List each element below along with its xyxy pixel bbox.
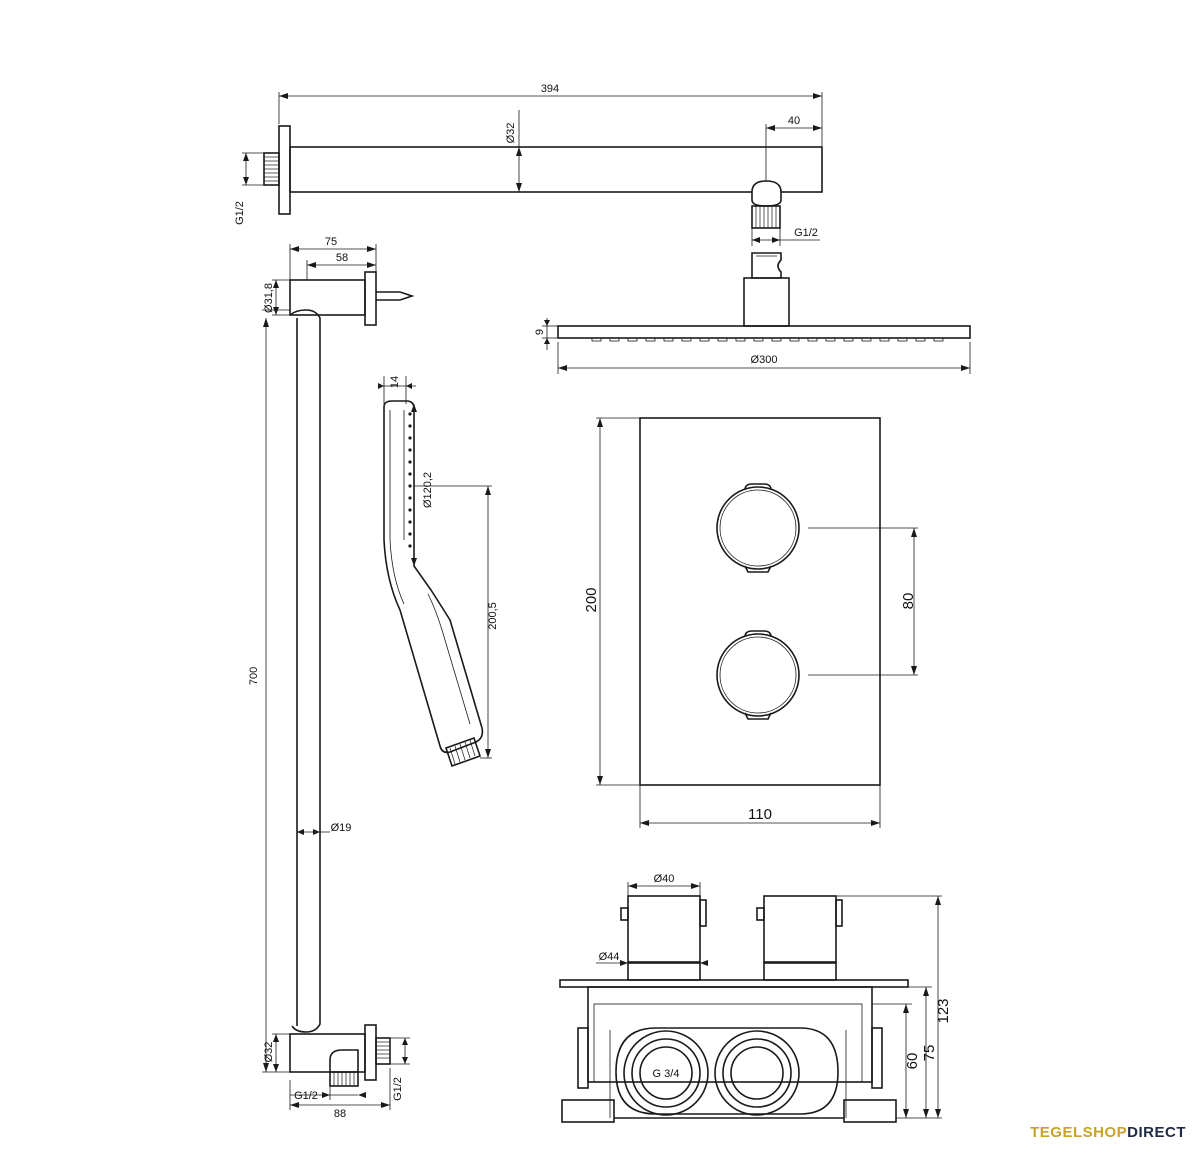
rail-length-label: 700 <box>248 667 260 685</box>
slide-rail: 75 58 Ø31,8 Ø19 700 <box>248 236 415 1120</box>
arm-thread-label: G1/2 <box>234 201 246 225</box>
box-inner-depth-label: 60 <box>904 1053 921 1070</box>
bracket-depth-outer-label: 75 <box>325 236 337 248</box>
box-total-depth-label: 123 <box>935 998 952 1023</box>
knob-diameter-label: Ø40 <box>654 873 675 885</box>
thermostat-box-side-view: Ø40 Ø44 G 3/4 <box>559 873 952 1123</box>
knob-spacing-label: 80 <box>900 593 917 610</box>
bottom-diameter-label: Ø32 <box>263 1042 275 1063</box>
box-inlet-label: G 3/4 <box>653 1068 680 1080</box>
rain-shower-head: 9 Ø300 <box>534 252 971 374</box>
bracket-depth-inner-label: 58 <box>336 252 348 264</box>
rosette-diameter-label: Ø44 <box>599 951 620 963</box>
shower-arm: 394 Ø32 G1/2 40 <box>234 83 823 246</box>
brand-logo: TEGELSHOPDIRECT <box>1016 1124 1186 1141</box>
arm-connector-thread-label: G1/2 <box>794 227 818 239</box>
bottom-depth-label: 88 <box>334 1108 346 1120</box>
brand-part-tegel: TEGEL <box>1030 1124 1083 1141</box>
thermostat-front-view: 80 200 110 <box>583 417 918 828</box>
handshower-diameter-label: Ø120,2 <box>422 472 434 508</box>
brand-part-shop: SHOP <box>1082 1124 1128 1141</box>
arm-diameter-label: Ø32 <box>505 123 517 144</box>
brand-part-direct: DIRECT <box>1127 1124 1186 1141</box>
head-thickness-label: 9 <box>534 329 546 335</box>
handshower-length-label: 200,5 <box>487 602 499 630</box>
hand-shower: 14 Ø120,2 200,5 <box>378 376 499 768</box>
plate-width-label: 110 <box>748 806 772 823</box>
plate-height-label: 200 <box>583 587 600 612</box>
arm-length-label: 394 <box>541 83 559 95</box>
head-diameter-label: Ø300 <box>751 354 778 366</box>
box-depth-label: 75 <box>921 1045 938 1062</box>
bottom-thread-left-label: G1/2 <box>294 1090 318 1102</box>
bracket-diameter-label: Ø31,8 <box>263 283 275 313</box>
bottom-thread-right-label: G1/2 <box>392 1077 404 1101</box>
rail-diameter-label: Ø19 <box>331 822 352 834</box>
handshower-thickness-label: 14 <box>389 376 401 388</box>
arm-offset-label: 40 <box>788 115 800 127</box>
